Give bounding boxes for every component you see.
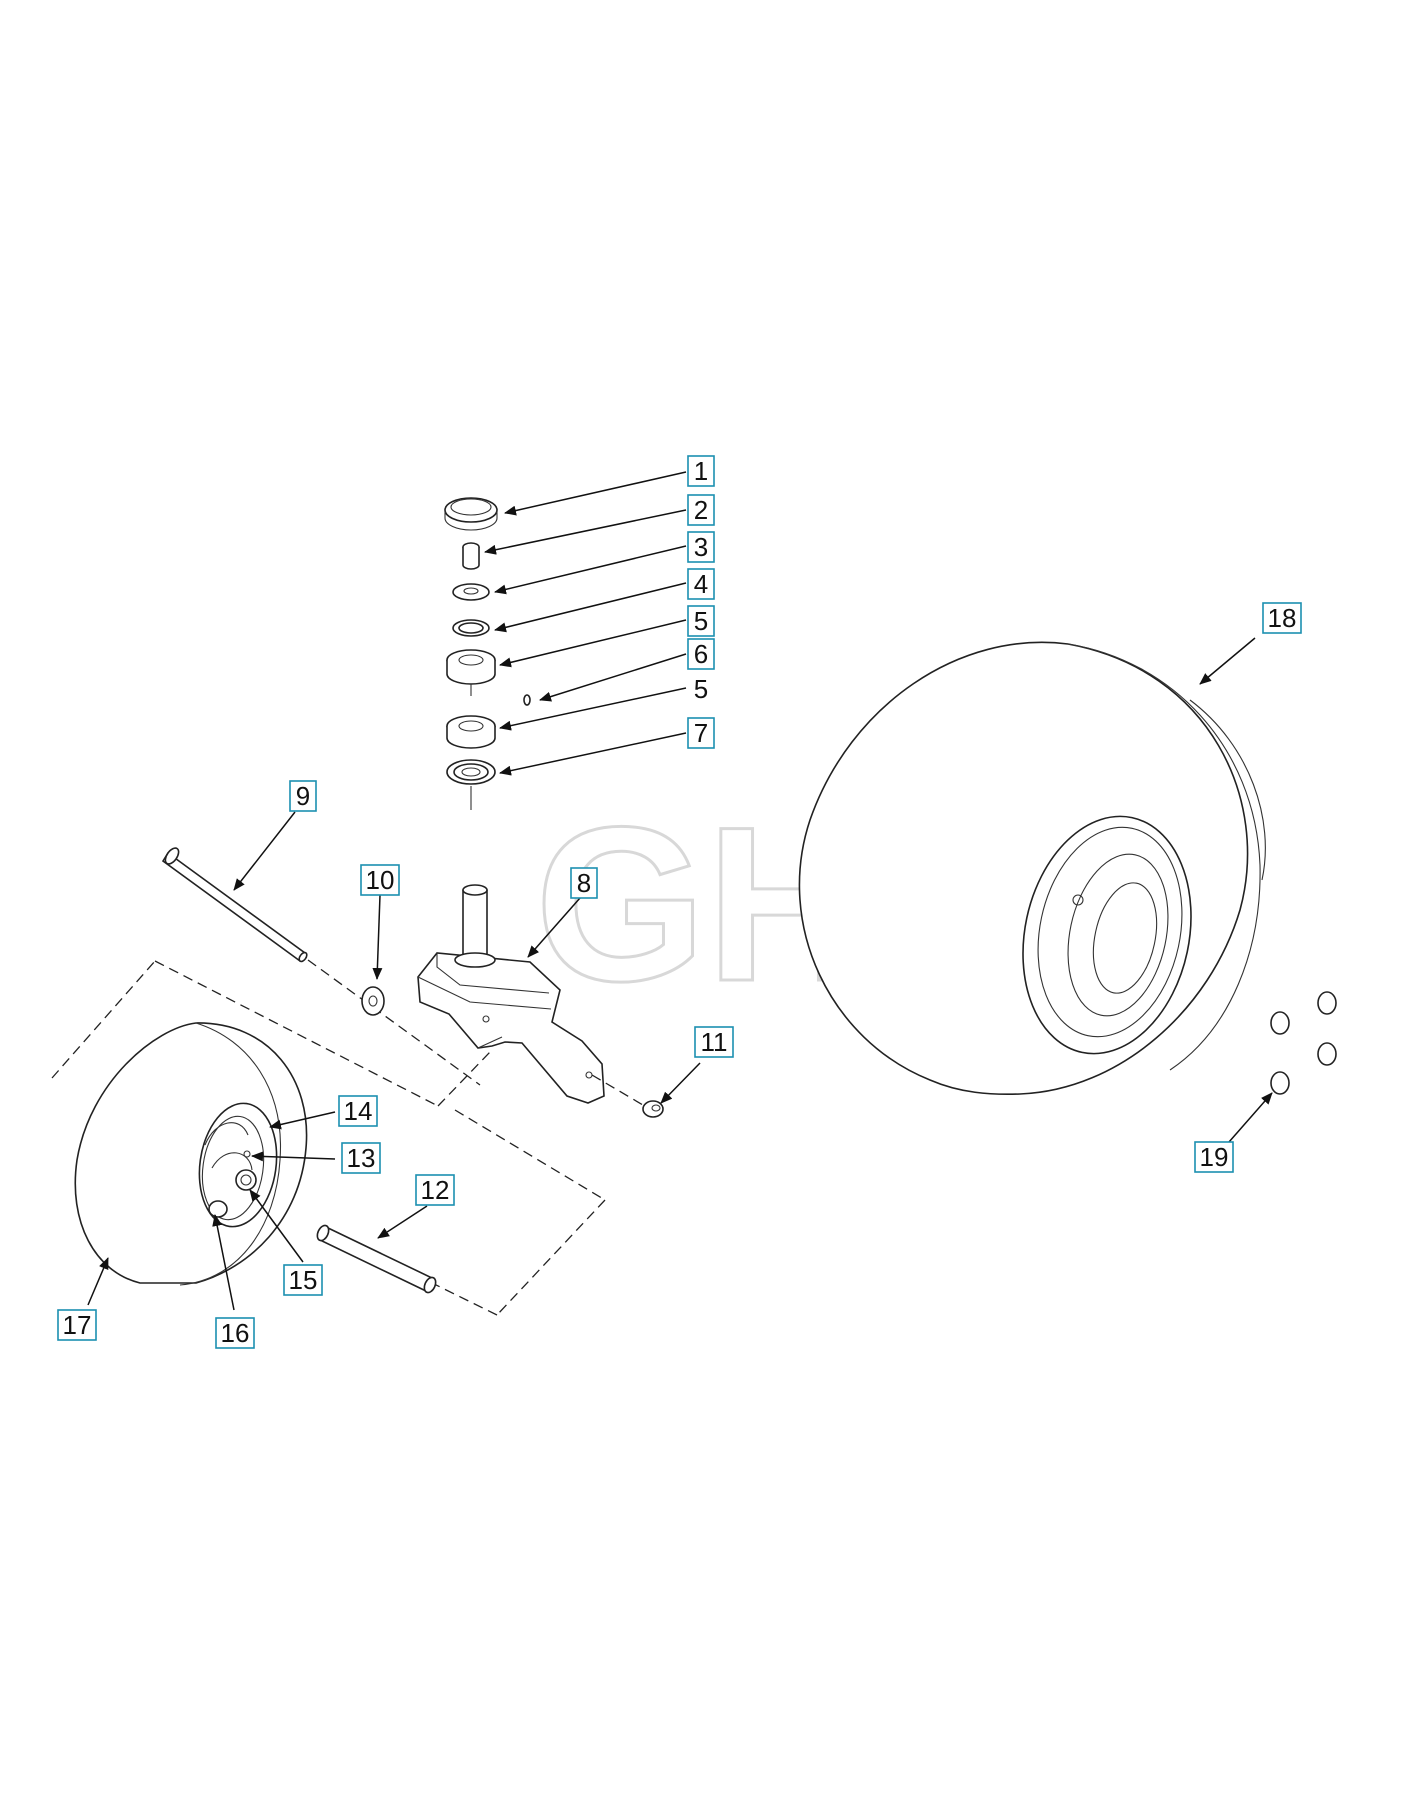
part-spacer-tube	[316, 1224, 437, 1294]
callout-box	[415, 1174, 455, 1206]
callout-label: 1	[694, 456, 708, 486]
leader-lines	[87, 471, 1273, 1311]
callout-4: 4	[687, 568, 715, 600]
callout-16: 16	[215, 1317, 255, 1349]
callout-12: 12	[415, 1174, 455, 1206]
callout-label: 3	[694, 532, 708, 562]
callout-label: 6	[694, 639, 708, 669]
callout-box	[1194, 1141, 1234, 1173]
callout-label: 18	[1268, 603, 1297, 633]
callout-label: 11	[701, 1027, 728, 1057]
callout-label: 10	[366, 865, 395, 895]
callout-2: 2	[687, 494, 715, 526]
part-lock-nut	[591, 1074, 664, 1118]
callout-box	[215, 1317, 255, 1349]
callout-box	[289, 780, 317, 812]
callout-label: 12	[421, 1175, 450, 1205]
callout-box	[687, 568, 715, 600]
part-washer-3	[452, 583, 490, 601]
callout-label: 5	[694, 606, 708, 636]
callout-6: 6	[687, 638, 715, 670]
callout-box	[687, 494, 715, 526]
callout-7: 7	[687, 717, 715, 749]
part-lug-nuts	[1270, 991, 1337, 1095]
callout-box	[338, 1095, 378, 1127]
callout-1: 1	[687, 455, 715, 487]
callout-label: 15	[289, 1265, 318, 1295]
part-bearing-upper	[446, 649, 496, 696]
callout-box	[687, 531, 715, 563]
callout-box	[694, 1026, 734, 1058]
callout-label: 5	[694, 674, 708, 704]
callout-8: 8	[570, 867, 598, 899]
callout-14: 14	[338, 1095, 378, 1127]
part-seal	[446, 759, 496, 810]
callout-5-upper: 5	[687, 605, 715, 637]
callout-label: 17	[63, 1310, 92, 1340]
callout-box	[1262, 602, 1302, 634]
part-bearing-lower	[446, 715, 496, 749]
callout-box	[570, 867, 598, 899]
callout-5-lower: 5	[694, 674, 708, 704]
callout-10: 10	[360, 864, 400, 896]
callout-15: 15	[283, 1264, 323, 1296]
callout-box	[687, 455, 715, 487]
callout-label: 19	[1200, 1142, 1229, 1172]
callout-18: 18	[1262, 602, 1302, 634]
callout-17: 17	[57, 1309, 97, 1341]
callout-label: 7	[694, 718, 708, 748]
callout-box	[57, 1309, 97, 1341]
callout-13: 13	[341, 1142, 381, 1174]
callout-label: 4	[694, 569, 708, 599]
part-caster-wheel	[74, 1022, 308, 1286]
callout-box	[687, 605, 715, 637]
part-dust-cap	[444, 497, 498, 531]
part-caster-fork	[417, 884, 605, 1104]
part-ring-4	[452, 619, 490, 637]
callout-3: 3	[687, 531, 715, 563]
part-spacer-washer	[361, 986, 385, 1016]
callout-label: 13	[347, 1143, 376, 1173]
part-rear-tire	[798, 641, 1266, 1096]
callout-9: 9	[289, 780, 317, 812]
callout-label: 9	[296, 781, 310, 811]
callout-19: 19	[1194, 1141, 1234, 1173]
callout-label: 8	[577, 868, 591, 898]
callout-label: 16	[221, 1318, 250, 1348]
part-axle-bolt	[161, 847, 481, 1086]
callout-box	[341, 1142, 381, 1174]
assembly-lines	[51, 960, 606, 1316]
callout-box	[283, 1264, 323, 1296]
callout-11: 11	[694, 1026, 734, 1058]
callout-label: 2	[694, 495, 708, 525]
callout-box	[360, 864, 400, 896]
part-bolt	[462, 542, 480, 570]
part-grease-nipple	[523, 694, 531, 706]
callout-box	[687, 638, 715, 670]
callout-box	[687, 717, 715, 749]
callout-label: 14	[344, 1096, 373, 1126]
caster-bearing-stack	[444, 497, 531, 810]
